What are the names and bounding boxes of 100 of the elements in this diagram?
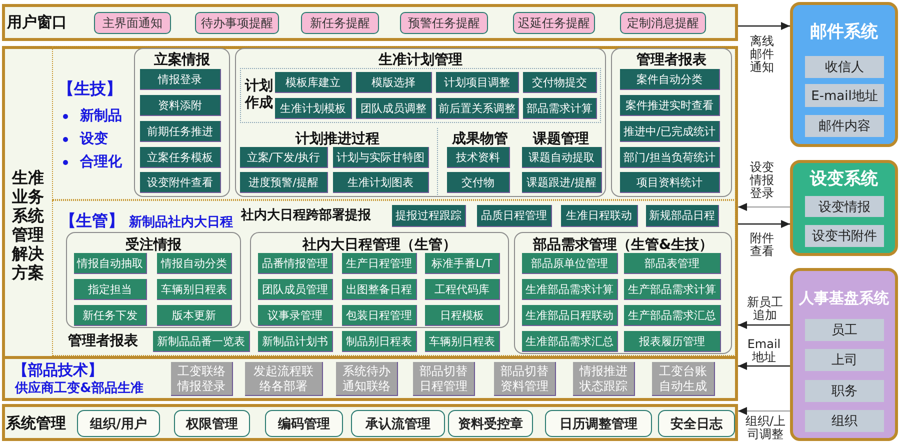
arrow <box>738 362 790 370</box>
band-title: 系统管理 <box>6 413 66 434</box>
reminder-box: 主界面通知 <box>94 12 171 34</box>
module-box: 出图整备日程 <box>342 279 417 300</box>
module-box: 项目资料统计 <box>620 172 720 193</box>
section-area <box>52 46 736 200</box>
arrow <box>738 321 790 329</box>
module-box: 生准部品需求汇总 <box>522 331 618 352</box>
module-box: 品质日程管理 <box>477 205 552 227</box>
edge-label: 离线邮件通知 <box>749 35 775 74</box>
group-title: 课题管理 <box>533 130 589 148</box>
module-box: 包装日程管理 <box>342 305 417 326</box>
module-box: 设变附件查看 <box>140 172 221 193</box>
module-box: 部品切替日程管理 <box>413 362 475 396</box>
group-title: 计划作成 <box>244 78 274 112</box>
module-box: 案件自动分类 <box>620 69 720 90</box>
edge-label: 组织/上司调整 <box>744 415 787 441</box>
module-box: 生准部品需求计算 <box>522 279 618 300</box>
module-box: 生产部品需求汇总 <box>624 305 721 326</box>
module-box: 车辆别日程表 <box>425 331 500 352</box>
module-box: 车辆别日程表 <box>157 279 232 300</box>
system-panel <box>790 268 898 441</box>
solution-title: 生准业务系统管理解决方案 <box>11 168 45 282</box>
module-box: 生产部品需求计算 <box>624 279 721 300</box>
reminder-box: 待办事项提醒 <box>195 12 279 34</box>
admin-box: 权限管理 <box>174 410 250 437</box>
section-subheading: 新制品社内大日程 <box>129 214 233 232</box>
field-box: 设变书附件 <box>805 225 884 247</box>
group-panel <box>514 232 732 354</box>
module-box: 立案/下发/执行 <box>240 147 328 168</box>
system-title: 人事基盘系统 <box>799 288 889 309</box>
field-box: 职务 <box>805 380 884 402</box>
reminder-box: 定制消息提醒 <box>620 12 706 34</box>
module-box: 制品别日程表 <box>342 331 417 352</box>
module-box: 品番情报管理 <box>258 253 333 274</box>
module-box: 工程代码库 <box>425 279 500 300</box>
arrow <box>738 220 790 228</box>
module-box: 情报自动分类 <box>157 253 232 274</box>
module-box: 议事录管理 <box>258 305 333 326</box>
module-box: 部品切替资料管理 <box>494 362 556 396</box>
module-box: 资料添附 <box>140 95 221 116</box>
module-box: 生准部品日程联动 <box>522 305 618 326</box>
edge-label: 设变情报登录 <box>749 161 775 200</box>
admin-box: 资料受控章 <box>448 410 533 437</box>
reminder-box: 新任务提醒 <box>301 12 379 34</box>
section-heading: 【部品技术】 <box>13 360 103 380</box>
system-title: 邮件系统 <box>810 21 878 44</box>
module-box: 模版选择 <box>356 72 432 93</box>
system-panel <box>790 2 898 147</box>
band-title: 用户窗口 <box>7 12 67 33</box>
module-box: 计划与实际甘特图 <box>333 147 429 168</box>
section-band <box>2 404 738 441</box>
bullet-text: 设变 <box>80 130 108 148</box>
module-box: 生准计划图表 <box>333 172 429 193</box>
reminder-box: 迟延任务提醒 <box>513 12 595 34</box>
module-box: 指定担当 <box>74 279 147 300</box>
panel-title: 社内大日程管理（生管） <box>302 236 456 254</box>
admin-box: 日历调整管理 <box>545 410 652 437</box>
module-box: 版本更新 <box>157 305 232 326</box>
arrow <box>738 203 790 211</box>
module-box: 生产日程管理 <box>342 253 417 274</box>
admin-box: 组织/用户 <box>77 410 160 437</box>
admin-box: 安全日志 <box>658 410 735 437</box>
module-box: 技术资料 <box>447 147 510 168</box>
field-box: 收信人 <box>805 56 884 78</box>
group-panel <box>611 48 732 197</box>
section-area <box>52 200 736 356</box>
row-label: 管理者报表 <box>68 332 138 351</box>
section-band <box>2 4 738 41</box>
row-label: 社内大日程跨部署提报 <box>241 206 371 225</box>
module-box: 工变联络情报登录 <box>171 362 233 396</box>
module-box: 模板库建立 <box>275 72 352 93</box>
module-box: 新制品计划书 <box>258 331 333 352</box>
admin-box: 编码管理 <box>265 410 343 437</box>
solution-panel <box>2 46 738 401</box>
group-title: 成果物管 <box>452 130 508 148</box>
module-box: 工变台账自动生成 <box>652 362 715 396</box>
module-box: 部品表管理 <box>624 253 721 274</box>
group-frame <box>240 68 601 123</box>
panel-title: 管理者报表 <box>636 51 706 69</box>
module-box: 计划项目调整 <box>436 72 519 93</box>
field-box: 设变情报 <box>805 196 884 217</box>
module-box: 新制品品番一览表 <box>153 331 250 352</box>
module-box: 部门/担当负荷统计 <box>620 147 720 168</box>
reminder-box: 预警任务提醒 <box>400 12 488 34</box>
module-box: 前期任务推进 <box>140 121 221 142</box>
module-box: 标准手番L/T <box>425 253 500 274</box>
panel-title: 受注情报 <box>126 236 182 254</box>
module-box: 新规部品日程 <box>646 205 719 227</box>
module-box: 新任务下发 <box>74 305 147 326</box>
module-box: 情报登录 <box>140 69 221 90</box>
module-box: 生准计划模板 <box>275 98 352 119</box>
module-box: 案件推进实时查看 <box>620 95 720 116</box>
field-box: 员工 <box>805 319 884 341</box>
module-box: 系统待办通知联络 <box>336 362 398 396</box>
module-box: 报表履历管理 <box>624 331 721 352</box>
arrow <box>738 22 790 30</box>
edge-label: Email地址 <box>746 338 782 364</box>
module-box: 团队成员管理 <box>258 279 333 300</box>
system-title: 设变系统 <box>810 168 878 191</box>
